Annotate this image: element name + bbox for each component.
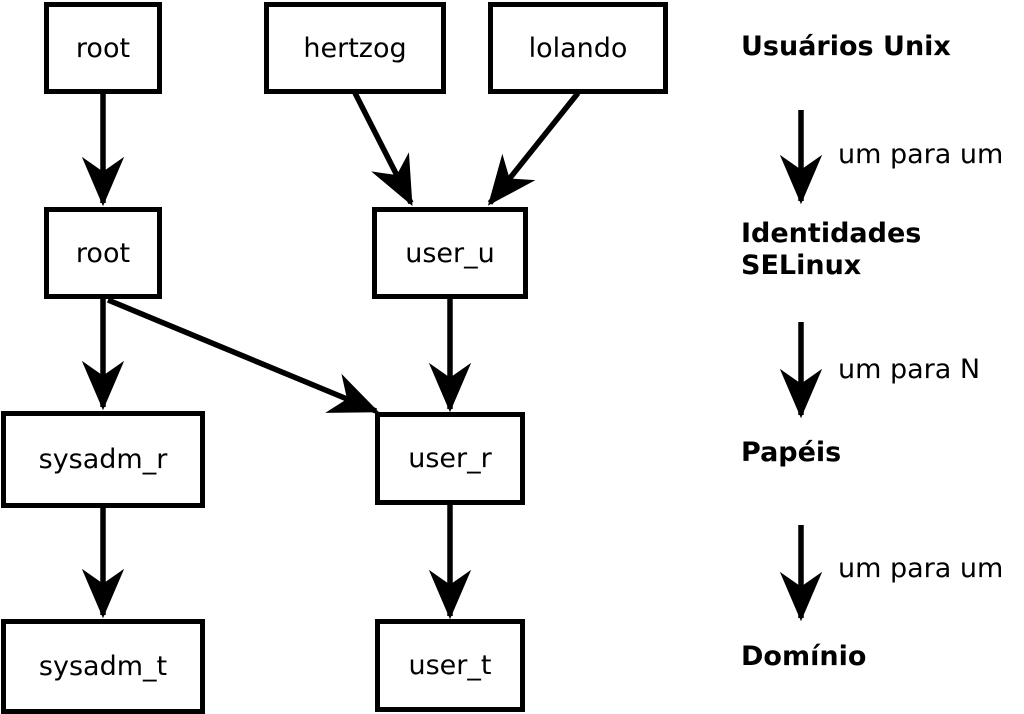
node-identity-root[interactable]: root <box>44 207 162 299</box>
node-label: lolando <box>528 32 628 64</box>
node-label: user_r <box>408 443 492 474</box>
legend-term-roles: Papéis <box>741 437 842 468</box>
node-label: user_t <box>408 650 492 681</box>
legend-term-unix-users: Usuários Unix <box>741 31 951 62</box>
node-label: root <box>75 32 131 64</box>
node-label: user_u <box>405 237 495 269</box>
node-label: sysadm_t <box>38 651 168 682</box>
node-label: hertzog <box>303 32 407 64</box>
node-domain-user-t[interactable]: user_t <box>375 619 525 712</box>
legend-term-domains: Domínio <box>741 641 867 672</box>
legend-relation-roles-to-domains: um para um <box>838 553 1004 584</box>
node-role-sysadm-r[interactable]: sysadm_r <box>1 411 205 508</box>
edge-hertzog-to-user-u <box>352 91 414 206</box>
legend-relation-users-to-identities: um para um <box>838 139 1004 170</box>
edge-lolando-to-user-u <box>487 91 581 206</box>
node-unix-lolando[interactable]: lolando <box>488 2 668 94</box>
legend-term-selinux-identities: Identidades SELinux <box>741 218 922 281</box>
node-unix-root[interactable]: root <box>44 2 162 94</box>
node-domain-sysadm-t[interactable]: sysadm_t <box>1 619 205 714</box>
legend-relation-identities-to-roles: um para N <box>838 354 981 385</box>
node-unix-hertzog[interactable]: hertzog <box>264 2 446 94</box>
node-label: root <box>75 237 131 269</box>
edge-id-root-to-user-r <box>106 297 380 414</box>
node-label: sysadm_r <box>38 444 168 475</box>
node-role-user-r[interactable]: user_r <box>375 412 525 505</box>
node-identity-user-u[interactable]: user_u <box>372 207 528 299</box>
